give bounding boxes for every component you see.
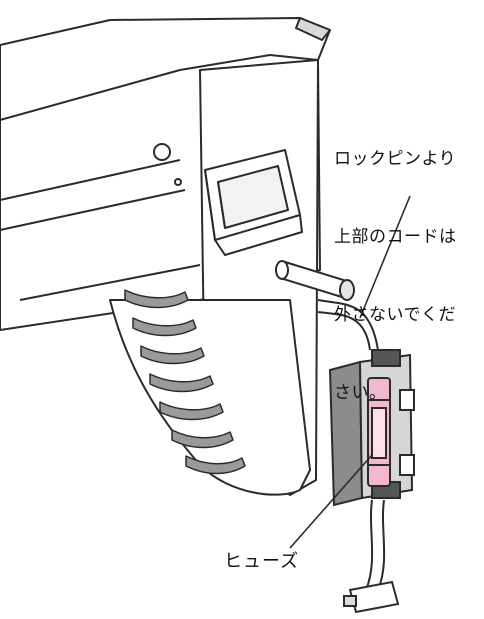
leader-lines [289,195,411,549]
fuse-holder-illustration [328,349,415,507]
leader-line-lock-pin [359,195,411,319]
lock-pin-note-line: 外さないでくだ [334,305,456,325]
grip-ridges [124,289,246,475]
tool-top-rim [295,17,331,41]
lock-pin-note: ロックピンより 上部のコードは 外さないでくだ さい。 [334,94,457,458]
tool-body-illustration [0,17,331,496]
cord-illustration [317,299,386,591]
lock-pin-note-line: ロックピンより [334,149,457,169]
lock-pin-note-line: さい。 [334,383,387,403]
lock-pin-note-line: 上部のコードは [334,227,457,247]
fuse-label: ヒューズ [224,551,300,572]
tool-button [153,143,171,161]
connector-plug-illustration [343,580,400,614]
leader-line-fuse [289,454,373,549]
lock-pin-illustration [275,260,355,301]
